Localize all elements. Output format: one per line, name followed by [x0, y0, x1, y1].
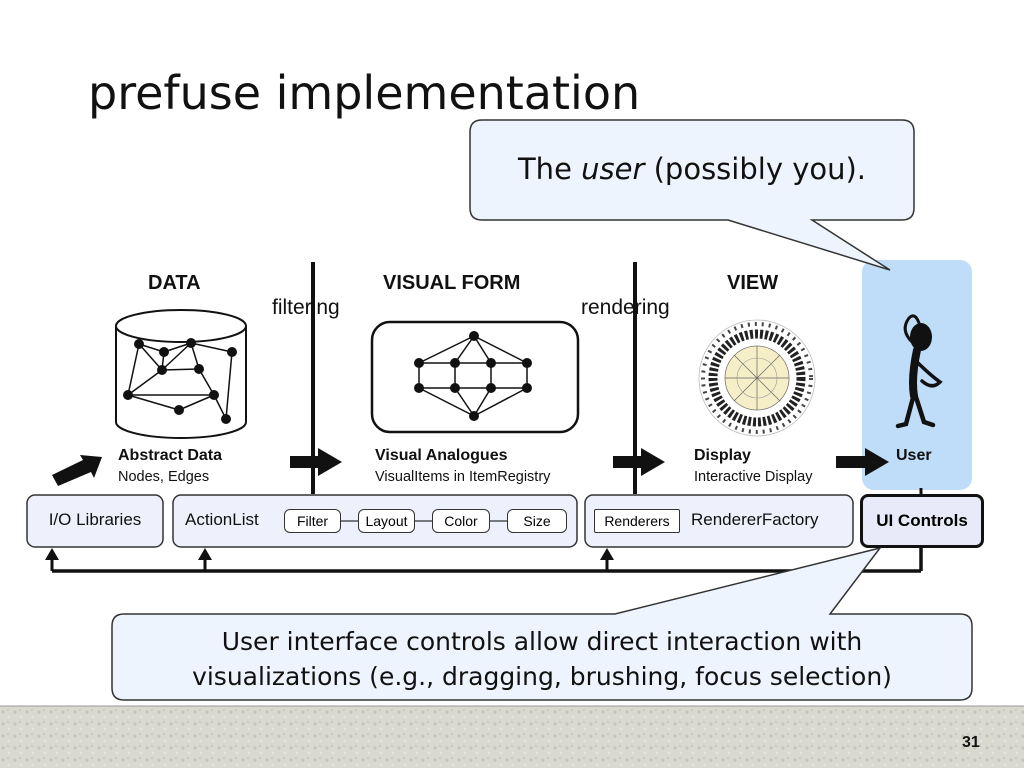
io-libraries-box [26, 494, 164, 548]
column-view: VIEW [727, 272, 779, 294]
feedback-arrows [45, 488, 928, 573]
stick-figure-user-icon [895, 314, 943, 429]
actionlist-label: ActionList [185, 510, 259, 529]
renderer-factory-label: RendererFactory [691, 510, 819, 529]
callout-prefix: The [517, 152, 582, 186]
page-title: prefuse implementation [88, 66, 641, 120]
column-visual-form: VISUAL FORM [383, 272, 521, 294]
action-color: Color [432, 509, 490, 533]
stage-rendering: rendering [581, 296, 670, 319]
renderers-label: Renderers [594, 509, 680, 533]
display-sub: Interactive Display [694, 469, 813, 485]
arrow-icon [52, 448, 889, 486]
footer-texture [0, 706, 1024, 768]
abstract-data-sub: Nodes, Edges [118, 469, 210, 485]
callout-bottom-line1: User interface controls allow direct int… [221, 627, 863, 656]
callout-suffix: (possibly you). [644, 152, 867, 186]
display-title: Display [694, 447, 751, 464]
renderers-box [584, 494, 854, 548]
ui-controls-box: UI Controls [860, 494, 984, 548]
callout-bottom-text: User interface controls allow direct int… [112, 624, 972, 694]
visual-analogues-sub: VisualItems in ItemRegistry [375, 469, 551, 485]
stage-filtering: filtering [272, 296, 340, 319]
callout-emphasis: user [581, 152, 645, 186]
action-layout: Layout [358, 509, 415, 533]
radial-display-icon [698, 319, 816, 437]
visual-analogues-title: Visual Analogues [375, 447, 508, 464]
graph-icon [370, 320, 580, 434]
action-filter: Filter [284, 509, 341, 533]
callout-bottom-bubble [111, 546, 973, 701]
page-number: 31 [962, 734, 980, 751]
database-icon [115, 309, 247, 439]
abstract-data-title: Abstract Data [118, 447, 223, 464]
io-libraries-label: I/O Libraries [48, 510, 142, 529]
callout-top-text: The user (possibly you). [470, 152, 914, 186]
user-title: User [896, 447, 932, 464]
callout-top-bubble [469, 119, 915, 271]
callout-bottom-line2: visualizations (e.g., dragging, brushing… [192, 662, 892, 691]
action-size: Size [507, 509, 567, 533]
column-data: DATA [148, 272, 201, 294]
